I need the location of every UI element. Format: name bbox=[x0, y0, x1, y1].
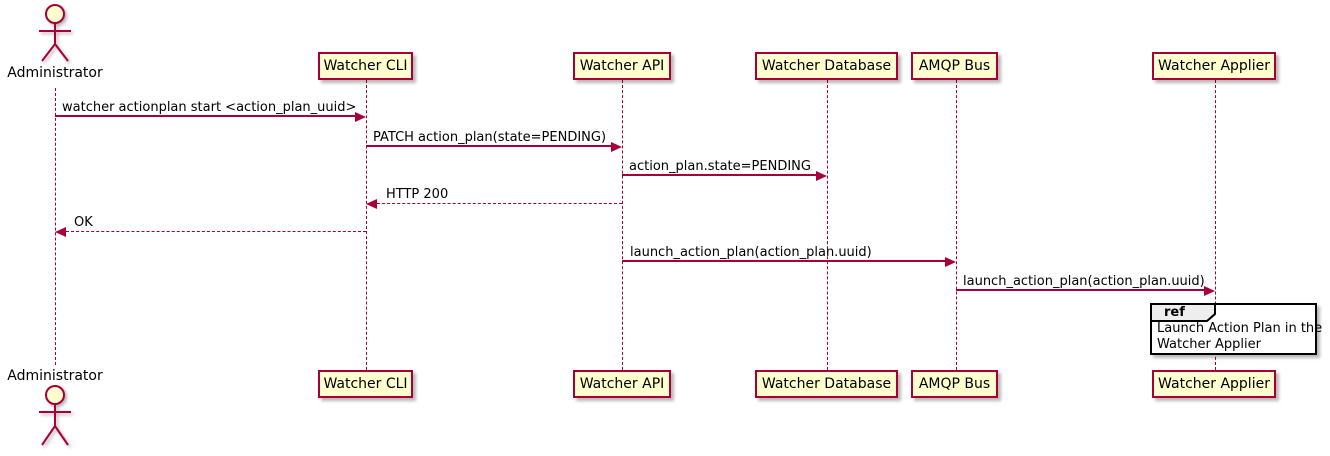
lifeline-watcher-api bbox=[622, 80, 623, 370]
ref-text-line2: Watcher Applier bbox=[1157, 337, 1261, 352]
arrowhead-icon bbox=[945, 257, 956, 267]
message-label: action_plan.state=PENDING bbox=[629, 159, 811, 174]
participant-watcher-api-top: Watcher API bbox=[573, 52, 671, 80]
arrowhead-icon bbox=[55, 227, 66, 237]
participant-amqp-bus-bottom: AMQP Bus bbox=[911, 370, 998, 398]
participant-amqp-bus-top: AMQP Bus bbox=[911, 52, 998, 80]
message-label: OK bbox=[74, 215, 93, 230]
actor-icon bbox=[39, 385, 71, 446]
message-line bbox=[377, 203, 622, 204]
actor-icon bbox=[39, 4, 71, 62]
message-line bbox=[55, 115, 358, 117]
participant-watcher-database-top: Watcher Database bbox=[755, 52, 898, 80]
message-label: HTTP 200 bbox=[386, 187, 449, 202]
message-line bbox=[66, 231, 366, 232]
arrowhead-icon bbox=[366, 199, 377, 209]
message-label: PATCH action_plan(state=PENDING) bbox=[373, 130, 607, 145]
participant-watcher-applier-bottom: Watcher Applier bbox=[1152, 370, 1276, 398]
participant-watcher-applier-top: Watcher Applier bbox=[1152, 52, 1276, 80]
lifeline-watcher-database bbox=[827, 80, 828, 370]
message-label: watcher actionplan start <action_plan_uu… bbox=[62, 100, 357, 115]
participant-watcher-cli-top: Watcher CLI bbox=[318, 52, 413, 80]
ref-text-line1: Launch Action Plan in the bbox=[1157, 321, 1323, 336]
actor-label-bottom: Administrator bbox=[7, 368, 103, 384]
actor-label-top: Administrator bbox=[7, 65, 103, 81]
ref-tag: ref bbox=[1164, 305, 1185, 320]
message-line bbox=[366, 145, 614, 147]
ref-tab-icon bbox=[1150, 303, 1216, 322]
lifeline-administrator bbox=[55, 88, 56, 365]
participant-watcher-api-bottom: Watcher API bbox=[573, 370, 671, 398]
ref-fragment: ref Launch Action Plan in the Watcher Ap… bbox=[1150, 303, 1322, 355]
message-label: launch_action_plan(action_plan.uuid) bbox=[963, 274, 1205, 289]
lifeline-watcher-applier bbox=[1215, 80, 1216, 370]
participant-watcher-cli-bottom: Watcher CLI bbox=[318, 370, 413, 398]
arrowhead-icon bbox=[355, 112, 366, 122]
message-line bbox=[622, 260, 948, 262]
arrowhead-icon bbox=[816, 171, 827, 181]
message-line bbox=[956, 289, 1207, 291]
arrowhead-icon bbox=[611, 142, 622, 152]
participant-watcher-database-bottom: Watcher Database bbox=[755, 370, 898, 398]
lifeline-watcher-cli bbox=[366, 80, 367, 370]
message-label: launch_action_plan(action_plan.uuid) bbox=[630, 245, 872, 260]
arrowhead-icon bbox=[1204, 286, 1215, 296]
lifeline-amqp-bus bbox=[956, 80, 957, 370]
message-line bbox=[622, 174, 819, 176]
